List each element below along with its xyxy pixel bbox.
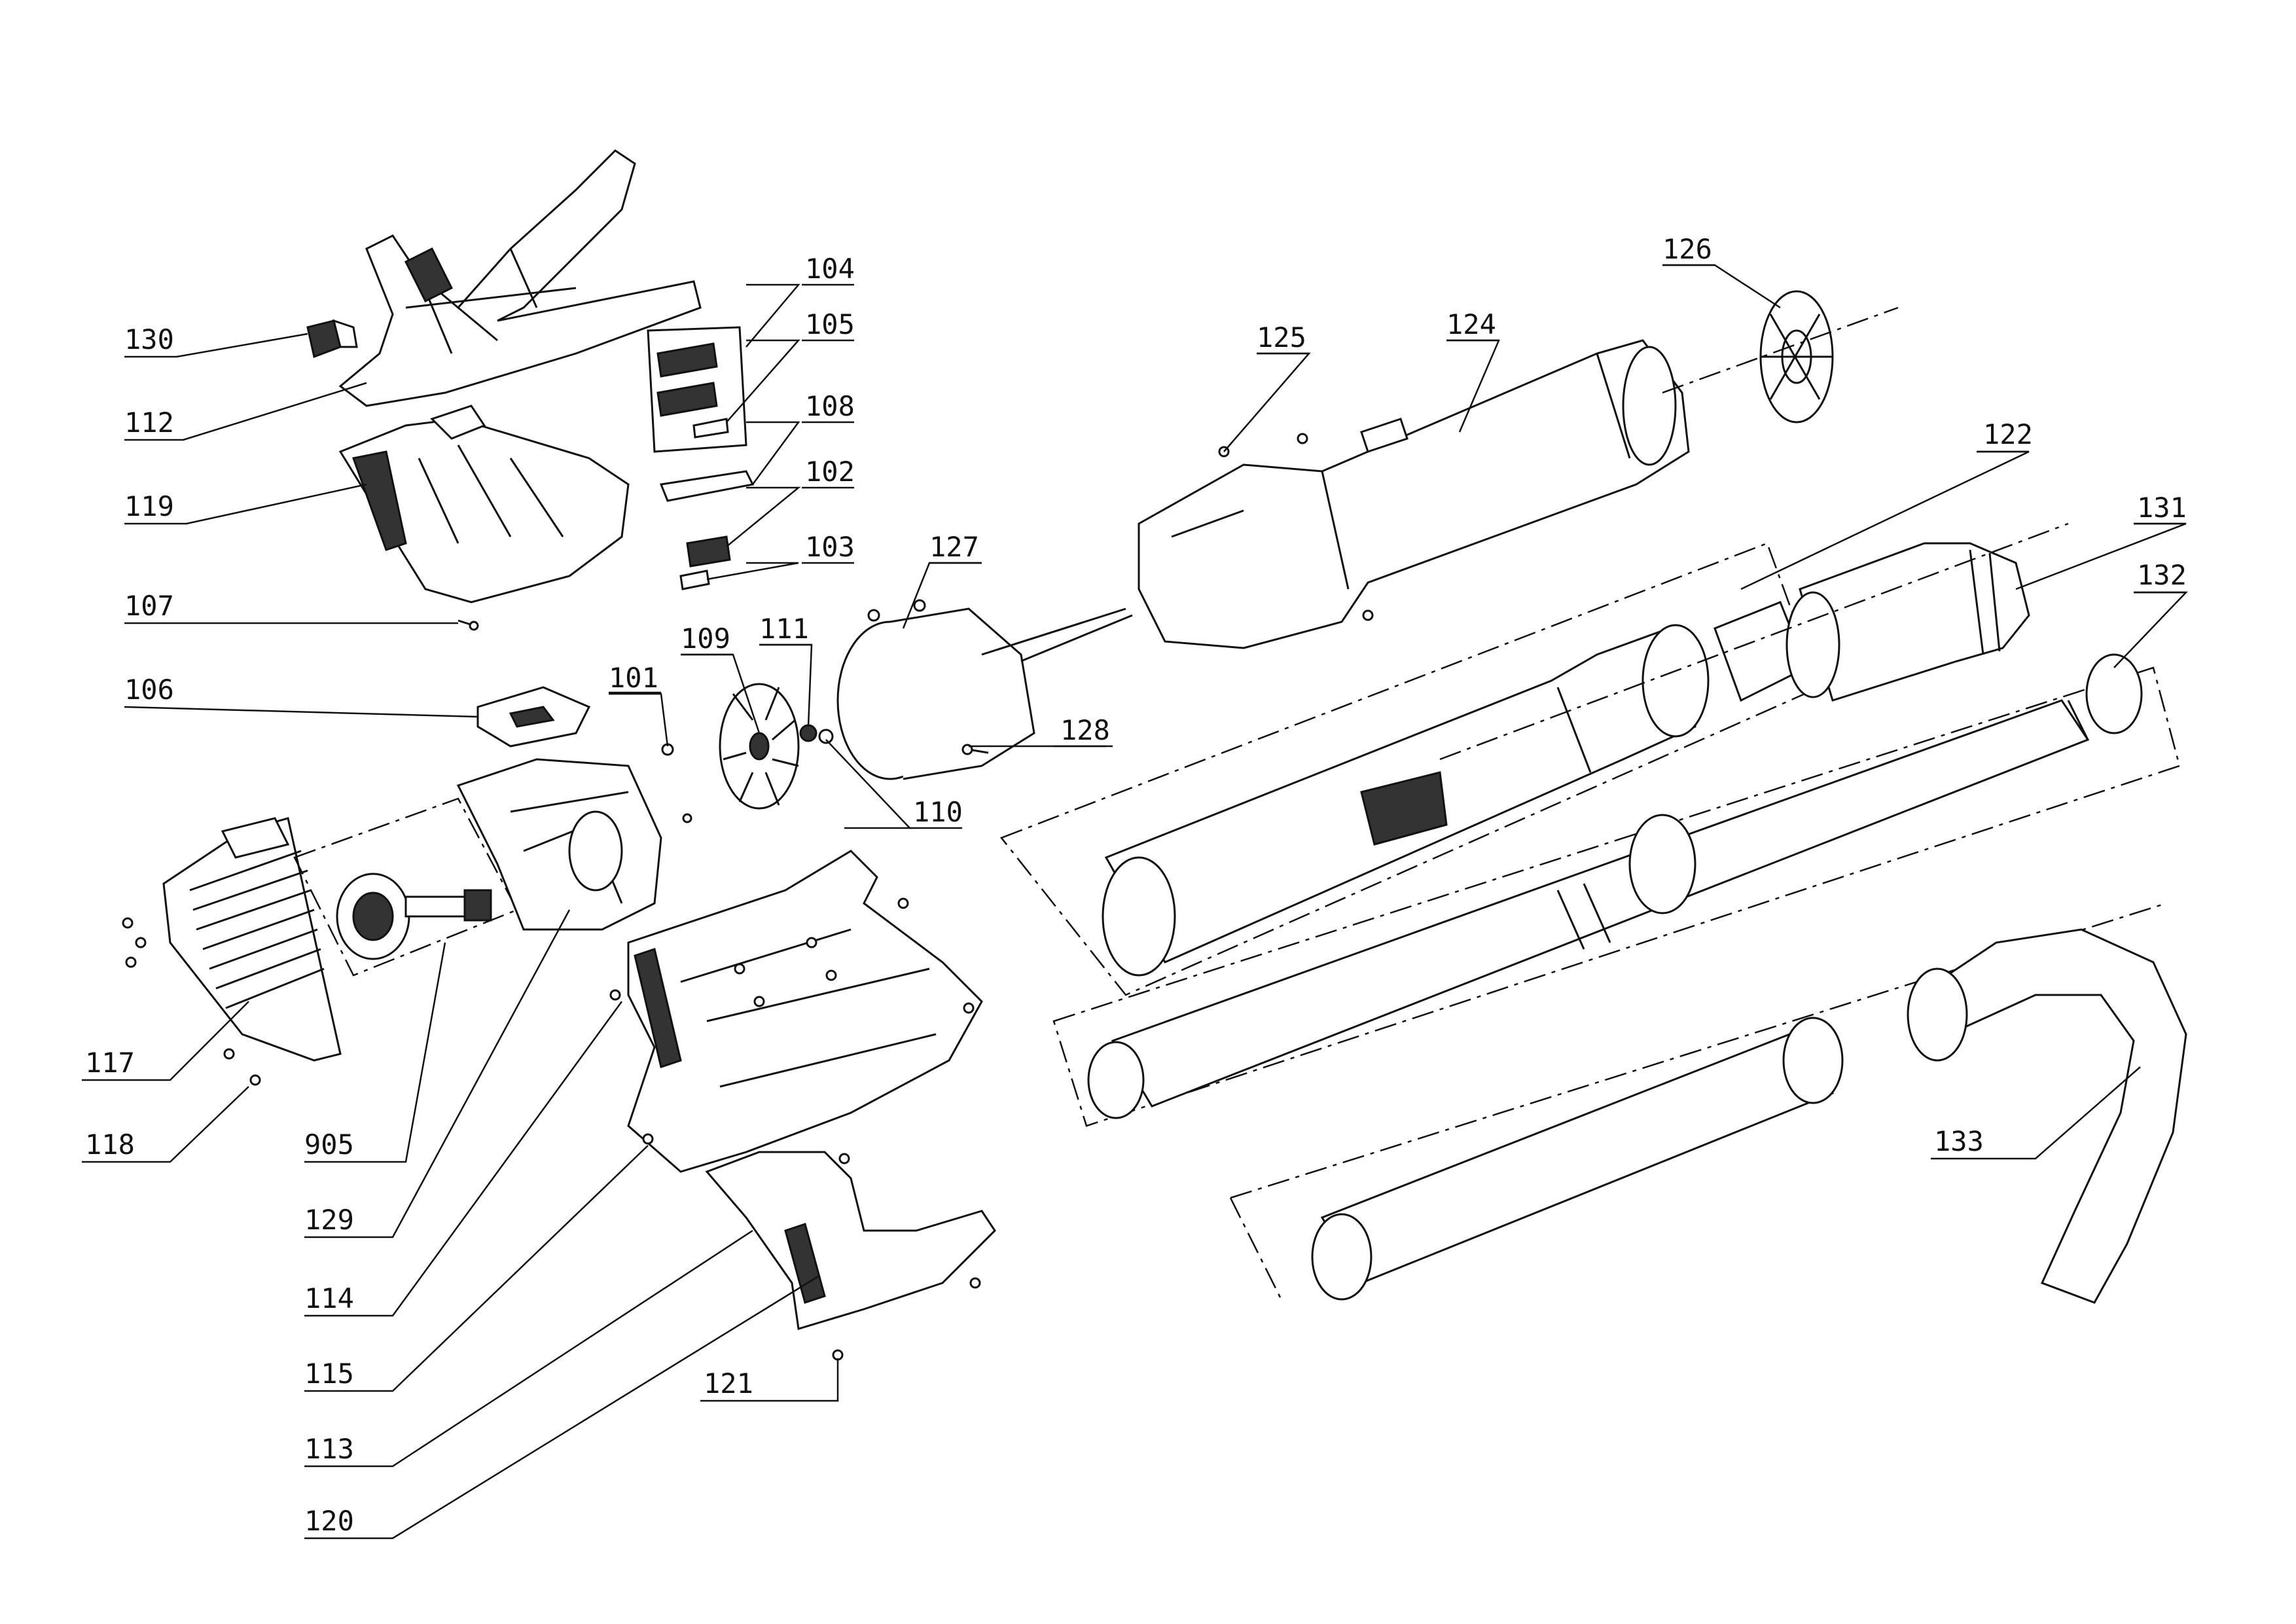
label-905: 905 [304, 1128, 357, 1163]
label-124: 124 [1446, 308, 1499, 342]
part-133-curved-tube [1229, 902, 2187, 1304]
part-126-end-cap [1759, 290, 1834, 424]
label-112: 112 [124, 406, 174, 439]
label-132: 132 [2134, 559, 2187, 594]
part-number-104: 104 [805, 253, 855, 285]
part-112-handle-shell [338, 149, 702, 407]
label-108: 108 [802, 390, 855, 424]
part-107-screw [457, 619, 479, 631]
label-111: 111 [759, 613, 812, 646]
label-101: 101 [609, 662, 661, 694]
label-120: 120 [304, 1505, 357, 1540]
part-number-111: 111 [759, 613, 809, 645]
axis-122-131 [1439, 522, 2069, 761]
part-number-113: 113 [304, 1433, 354, 1465]
label-130: 130 [124, 323, 174, 355]
part-124-main-tube [1138, 339, 1690, 649]
part-number-132: 132 [2137, 559, 2187, 591]
part-number-133: 133 [1934, 1125, 1984, 1157]
label-129: 129 [304, 1204, 357, 1238]
part-120-grip [705, 1151, 996, 1330]
part-number-110: 110 [913, 796, 963, 828]
part-number-131: 131 [2137, 492, 2187, 524]
label-122: 122 [1977, 418, 2033, 453]
label-131: 131 [2134, 492, 2187, 525]
part-number-127: 127 [929, 531, 979, 563]
part-132-extension-tube [1052, 653, 2181, 1127]
part-number-119: 119 [124, 490, 174, 522]
label-105: 105 [802, 308, 855, 342]
part-screws-left-group [122, 813, 981, 1361]
part-number-122: 122 [1983, 418, 2033, 450]
label-103: 103 [802, 531, 855, 564]
part-number-105: 105 [805, 308, 855, 340]
label-106: 106 [124, 674, 174, 706]
label-117: 117 [82, 1047, 135, 1081]
part-number-103: 103 [805, 531, 855, 563]
part-129-fan-housing [456, 758, 662, 931]
label-121: 121 [700, 1367, 785, 1402]
part-number-124: 124 [1446, 308, 1496, 340]
part-number-101: 101 [609, 662, 658, 694]
part-109-impeller [719, 683, 800, 810]
axis-124-126 [1662, 306, 1899, 394]
label-128: 128 [1054, 714, 1113, 748]
part-number-106: 106 [124, 674, 174, 706]
label-115: 115 [304, 1358, 357, 1392]
part-number-130: 130 [124, 323, 174, 355]
part-number-108: 108 [805, 390, 855, 422]
part-131-nozzle [1785, 542, 2030, 702]
part-106-cover [476, 686, 591, 748]
part-number-905: 905 [304, 1128, 354, 1161]
part-number-109: 109 [681, 623, 730, 655]
label-110: 110 [910, 796, 963, 829]
part-number-125: 125 [1257, 321, 1306, 353]
label-107: 107 [124, 590, 174, 622]
part-130-switch [306, 319, 358, 359]
part-number-126: 126 [1662, 233, 1712, 265]
part-905-motor [293, 797, 518, 977]
part-number-107: 107 [124, 590, 174, 622]
label-109: 109 [681, 623, 733, 656]
part-122-blow-tube [999, 542, 1821, 996]
part-number-112: 112 [124, 406, 174, 439]
part-number-129: 129 [304, 1204, 354, 1236]
part-110-washer [818, 729, 834, 744]
label-118: 118 [82, 1128, 135, 1163]
part-number-128: 128 [1060, 714, 1110, 746]
part-number-120: 120 [304, 1505, 354, 1537]
part-111-nut [799, 724, 817, 742]
part-number-118: 118 [85, 1128, 135, 1161]
label-119: 119 [124, 490, 174, 522]
label-104: 104 [802, 253, 855, 286]
part-104-105-modules [647, 326, 747, 453]
part-102-connector [686, 535, 731, 568]
label-113: 113 [304, 1433, 357, 1468]
label-133: 133 [1931, 1125, 1984, 1160]
part-103-plug [679, 569, 710, 590]
part-114-side-housing [627, 850, 983, 1173]
part-number-117: 117 [85, 1047, 135, 1079]
part-108-board [659, 470, 755, 502]
part-number-121: 121 [704, 1367, 753, 1399]
part-128-screw [961, 744, 989, 755]
label-102: 102 [802, 456, 855, 489]
label-126: 126 [1662, 233, 1715, 266]
label-114: 114 [304, 1282, 357, 1317]
part-117-intake-cover [162, 817, 342, 1062]
label-127: 127 [929, 531, 982, 564]
part-number-114: 114 [304, 1282, 354, 1314]
part-number-115: 115 [304, 1358, 354, 1390]
part-number-102: 102 [805, 456, 855, 488]
label-125: 125 [1257, 321, 1309, 355]
part-127-volute [836, 599, 1133, 780]
part-119-lower-shell [338, 405, 630, 604]
